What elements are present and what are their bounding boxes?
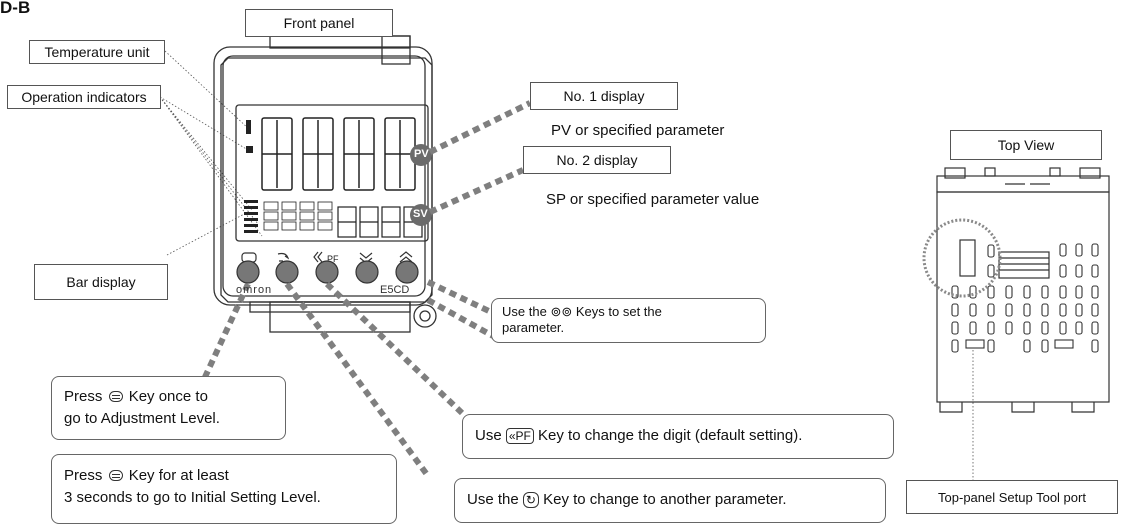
bar-display-label: Bar display	[34, 264, 168, 300]
mode-key-note: Use the ↻ Key to change to another param…	[454, 478, 886, 523]
top-view-drawing	[936, 167, 1110, 413]
model-name: E5CD	[380, 284, 410, 296]
sv-digits	[337, 206, 423, 238]
pf-key-icon: «PF	[505, 428, 534, 444]
front-panel-heading: Front panel	[245, 9, 393, 37]
down-key-icon: ⊚	[561, 304, 573, 319]
pv-digits	[261, 117, 416, 191]
press-once-note: Press Key once to go to Adjustment Level…	[51, 376, 286, 440]
press-hold-note: Press Key for at least 3 seconds to go t…	[51, 454, 397, 524]
no1-display-label: No. 1 display	[530, 82, 678, 110]
brand-logo: omron	[236, 284, 273, 296]
top-view-heading: Top View	[950, 130, 1102, 160]
no2-display-desc: SP or specified parameter value	[546, 191, 760, 208]
sv-label: SV	[413, 208, 428, 220]
pf-key-note: Use «PF Key to change the digit (default…	[462, 414, 894, 459]
pv-label: PV	[414, 148, 429, 160]
no2-display-label: No. 2 display	[523, 146, 671, 174]
controller-buttons	[236, 260, 419, 284]
svg-text:PF: PF	[327, 254, 339, 264]
mode-key-icon	[108, 470, 123, 481]
setup-tool-port-label: Top-panel Setup Tool port	[906, 480, 1118, 514]
return-key-icon: ↻	[522, 492, 539, 508]
updown-keys-note: Use the ⊚⊚ Keys to set the parameter.	[491, 298, 766, 343]
up-key-icon: ⊚	[550, 304, 562, 319]
operation-indicators-label: Operation indicators	[7, 85, 161, 109]
page-title: D-B	[0, 0, 31, 17]
mode-key-icon	[108, 391, 123, 402]
no1-display-desc: PV or specified parameter	[551, 122, 725, 139]
temperature-unit-label: Temperature unit	[29, 40, 165, 64]
